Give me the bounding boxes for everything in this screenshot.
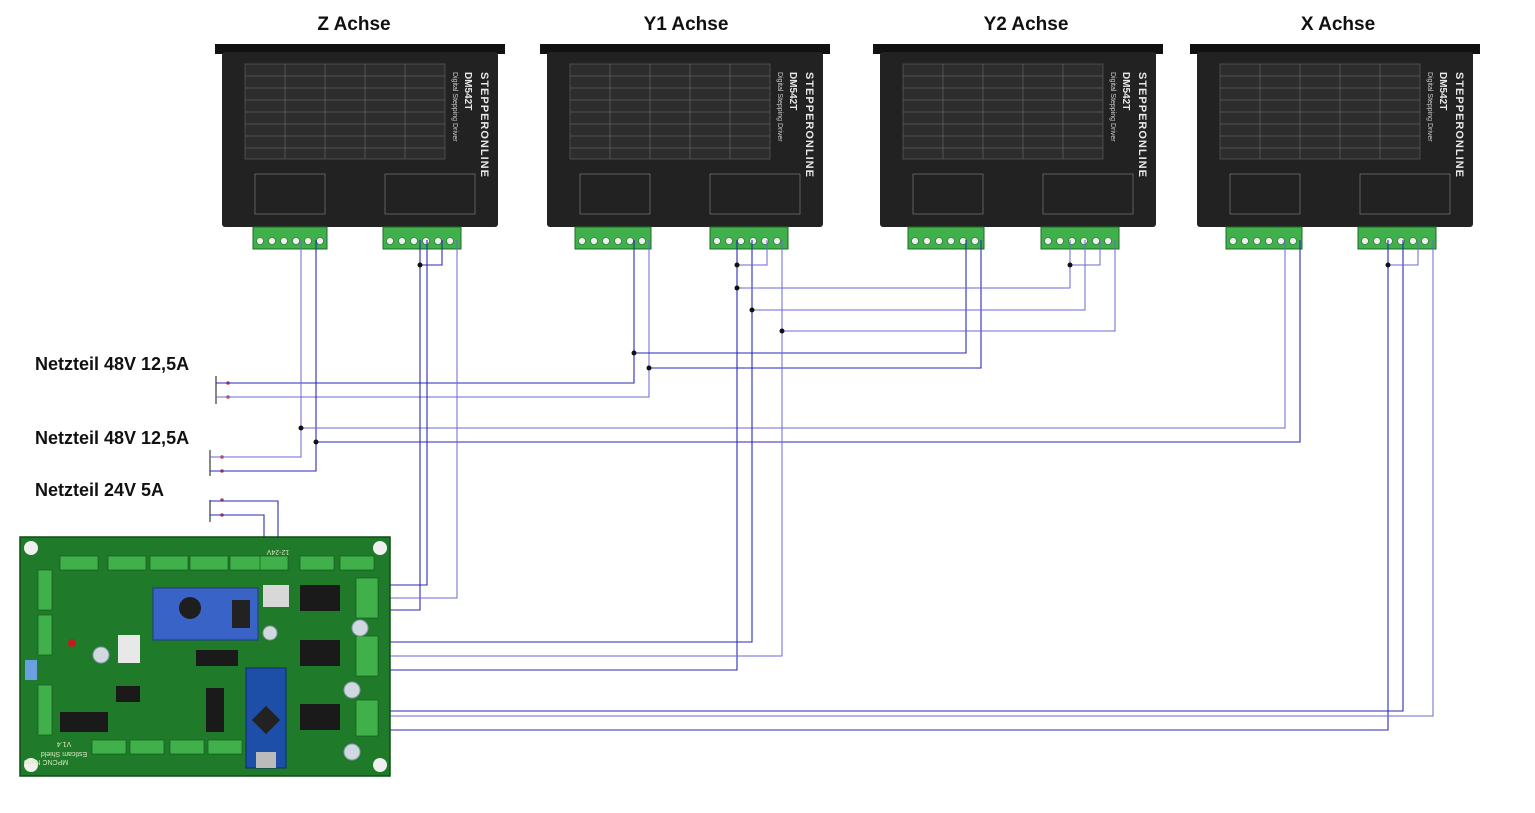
driver-mount-flange: [215, 44, 505, 54]
driver-model: DM542T: [1437, 72, 1448, 110]
driver-settings-table: [902, 63, 1104, 160]
driver-motor-symbol: [1229, 173, 1301, 215]
driver-y1: STEPPERONLINE DM542T Digital Stepping Dr…: [540, 44, 830, 250]
psu3-label: Netzteil 24V 5A: [35, 480, 164, 500]
board-name-line2: Estlcam Shield: [41, 750, 87, 757]
driver-subtitle: Digital Stepping Driver: [1109, 72, 1116, 142]
driver-power-terminal: [907, 226, 985, 250]
power-wires: [210, 240, 1301, 545]
driver-mount-flange: [1190, 44, 1480, 54]
driver-x: STEPPERONLINE DM542T Digital Stepping Dr…: [1190, 44, 1480, 250]
status-led: [68, 639, 76, 647]
driver-y2: STEPPERONLINE DM542T Digital Stepping Dr…: [873, 44, 1163, 250]
driver-z: STEPPERONLINE DM542T Digital Stepping Dr…: [215, 44, 505, 250]
board-version: V1.4: [57, 740, 72, 747]
psu1-label: Netzteil 48V 12,5A: [35, 354, 189, 374]
controller-board: MPCNC Nano Estlcam Shield V1.4 12-24V: [19, 536, 391, 777]
nano-mcu: [251, 705, 281, 735]
board-ics: [60, 585, 340, 732]
stepper-drivers: STEPPERONLINE DM542T Digital Stepping Dr…: [215, 44, 1480, 250]
driver-subtitle: Digital Stepping Driver: [451, 72, 458, 142]
mounting-holes: [24, 541, 387, 772]
driver-signal-symbol: [1042, 173, 1134, 215]
board-bottom-terminals: [91, 739, 243, 755]
driver-x-title: X Achse: [1301, 14, 1375, 35]
driver-settings-table: [1219, 63, 1421, 160]
driver-power-terminal: [1225, 226, 1303, 250]
board-regulator: [118, 635, 140, 663]
psu-pin-markers: [220, 381, 230, 517]
driver-motor-symbol: [579, 173, 651, 215]
converter-inductor: [179, 597, 201, 619]
board-top-terminals: [59, 555, 375, 571]
board-driver-terminals: [355, 577, 379, 737]
board-switch: [25, 660, 37, 680]
driver-mount-flange: [873, 44, 1163, 54]
driver-model: DM542T: [462, 72, 473, 110]
driver-brand: STEPPERONLINE: [803, 72, 815, 178]
board-left-terminals: [37, 569, 53, 736]
driver-brand: STEPPERONLINE: [1136, 72, 1148, 178]
driver-z-title: Z Achse: [317, 14, 390, 35]
converter-ic: [232, 600, 250, 628]
board-diode: [263, 585, 289, 607]
driver-brand: STEPPERONLINE: [1453, 72, 1465, 178]
driver-signal-symbol: [709, 173, 801, 215]
driver-settings-table: [569, 63, 771, 160]
psu-terminals: [209, 376, 217, 522]
driver-subtitle: Digital Stepping Driver: [776, 72, 783, 142]
driver-motor-symbol: [912, 173, 984, 215]
driver-model: DM542T: [1120, 72, 1131, 110]
driver-model: DM542T: [787, 72, 798, 110]
driver-mount-flange: [540, 44, 830, 54]
driver-y1-title: Y1 Achse: [644, 14, 729, 35]
driver-power-terminal: [574, 226, 652, 250]
board-capacitors: [92, 619, 369, 761]
usb-port: [256, 752, 276, 768]
driver-settings-table: [244, 63, 446, 160]
driver-signal-symbol: [1359, 173, 1451, 215]
driver-subtitle: Digital Stepping Driver: [1426, 72, 1433, 142]
board-name-line1: MPCNC Nano: [24, 758, 68, 765]
wire-junctions: [298, 262, 1391, 445]
signal-wires: [380, 240, 1434, 731]
driver-motor-symbol: [254, 173, 326, 215]
driver-signal-symbol: [384, 173, 476, 215]
board-power-label: 12-24V: [266, 548, 289, 555]
driver-brand: STEPPERONLINE: [478, 72, 490, 178]
psu2-label: Netzteil 48V 12,5A: [35, 428, 189, 448]
driver-y2-title: Y2 Achse: [984, 14, 1069, 35]
